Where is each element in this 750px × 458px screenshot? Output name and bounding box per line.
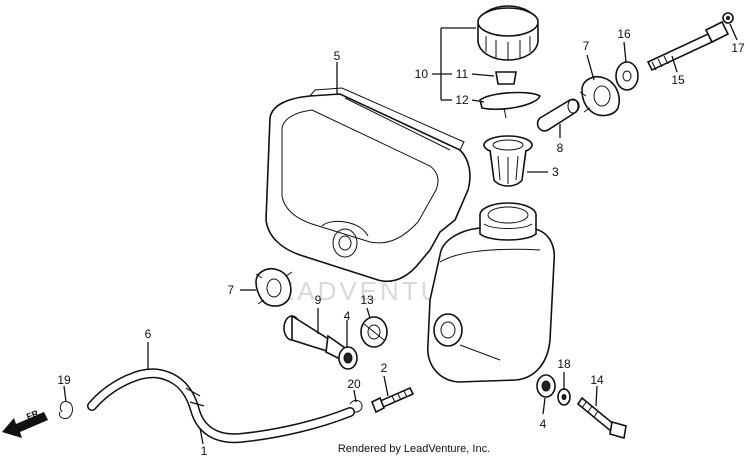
bolt-15: [646, 20, 730, 72]
nut-4-right: [536, 374, 556, 398]
callout-13: 13: [360, 293, 374, 307]
grommet-13: [360, 316, 388, 348]
leader-lines: [63, 23, 738, 445]
grommet-lower: [255, 267, 293, 307]
footer-credit: Rendered by LeadVenture, Inc.: [338, 443, 490, 455]
callout-17: 17: [731, 41, 745, 55]
callout-1: 1: [201, 444, 208, 458]
bolt-2: [370, 386, 415, 414]
nut-17: [722, 12, 734, 24]
callout-19: 19: [57, 373, 71, 387]
callout-5: 5: [334, 49, 341, 63]
grommet-upper: [579, 75, 620, 117]
clip-19: [59, 401, 73, 419]
callout-18: 18: [557, 357, 571, 371]
washer-16: [615, 61, 639, 91]
front-direction-arrow-icon: FR.: [2, 407, 48, 438]
fitting-9: [283, 314, 351, 362]
callout-7-upper: 7: [583, 39, 590, 53]
cap-gasket: [495, 71, 517, 85]
callout-9: 9: [315, 293, 322, 307]
callout-11: 11: [456, 67, 469, 81]
fuel-tank-shroud: [265, 87, 471, 282]
callout-10: 10: [415, 67, 429, 81]
cap-seal-plate: [479, 91, 541, 119]
fuel-cap: [477, 5, 539, 61]
callout-numbers: 5 10 11 12 3 8 7 16 15 17 7 9 13 4 6 19 …: [57, 27, 745, 458]
callout-4-right: 4: [540, 417, 547, 431]
callout-14: 14: [590, 373, 604, 387]
callout-7-lower: 7: [227, 283, 234, 297]
callout-2: 2: [381, 361, 388, 375]
callout-4-left: 4: [344, 309, 351, 323]
callout-16: 16: [617, 27, 631, 41]
fuel-strainer: [483, 135, 533, 187]
callout-20: 20: [347, 377, 361, 391]
callout-8: 8: [557, 141, 564, 155]
callout-3: 3: [552, 165, 559, 179]
bolt-14: [576, 396, 627, 440]
collar-spacer: [536, 98, 580, 132]
callout-15: 15: [671, 73, 685, 87]
washer-18: [557, 388, 571, 406]
fuel-tank: [427, 202, 556, 383]
fuel-hose: [87, 368, 355, 444]
callout-6: 6: [145, 327, 152, 341]
callout-12: 12: [455, 93, 469, 107]
nut-4-left: [338, 346, 358, 370]
